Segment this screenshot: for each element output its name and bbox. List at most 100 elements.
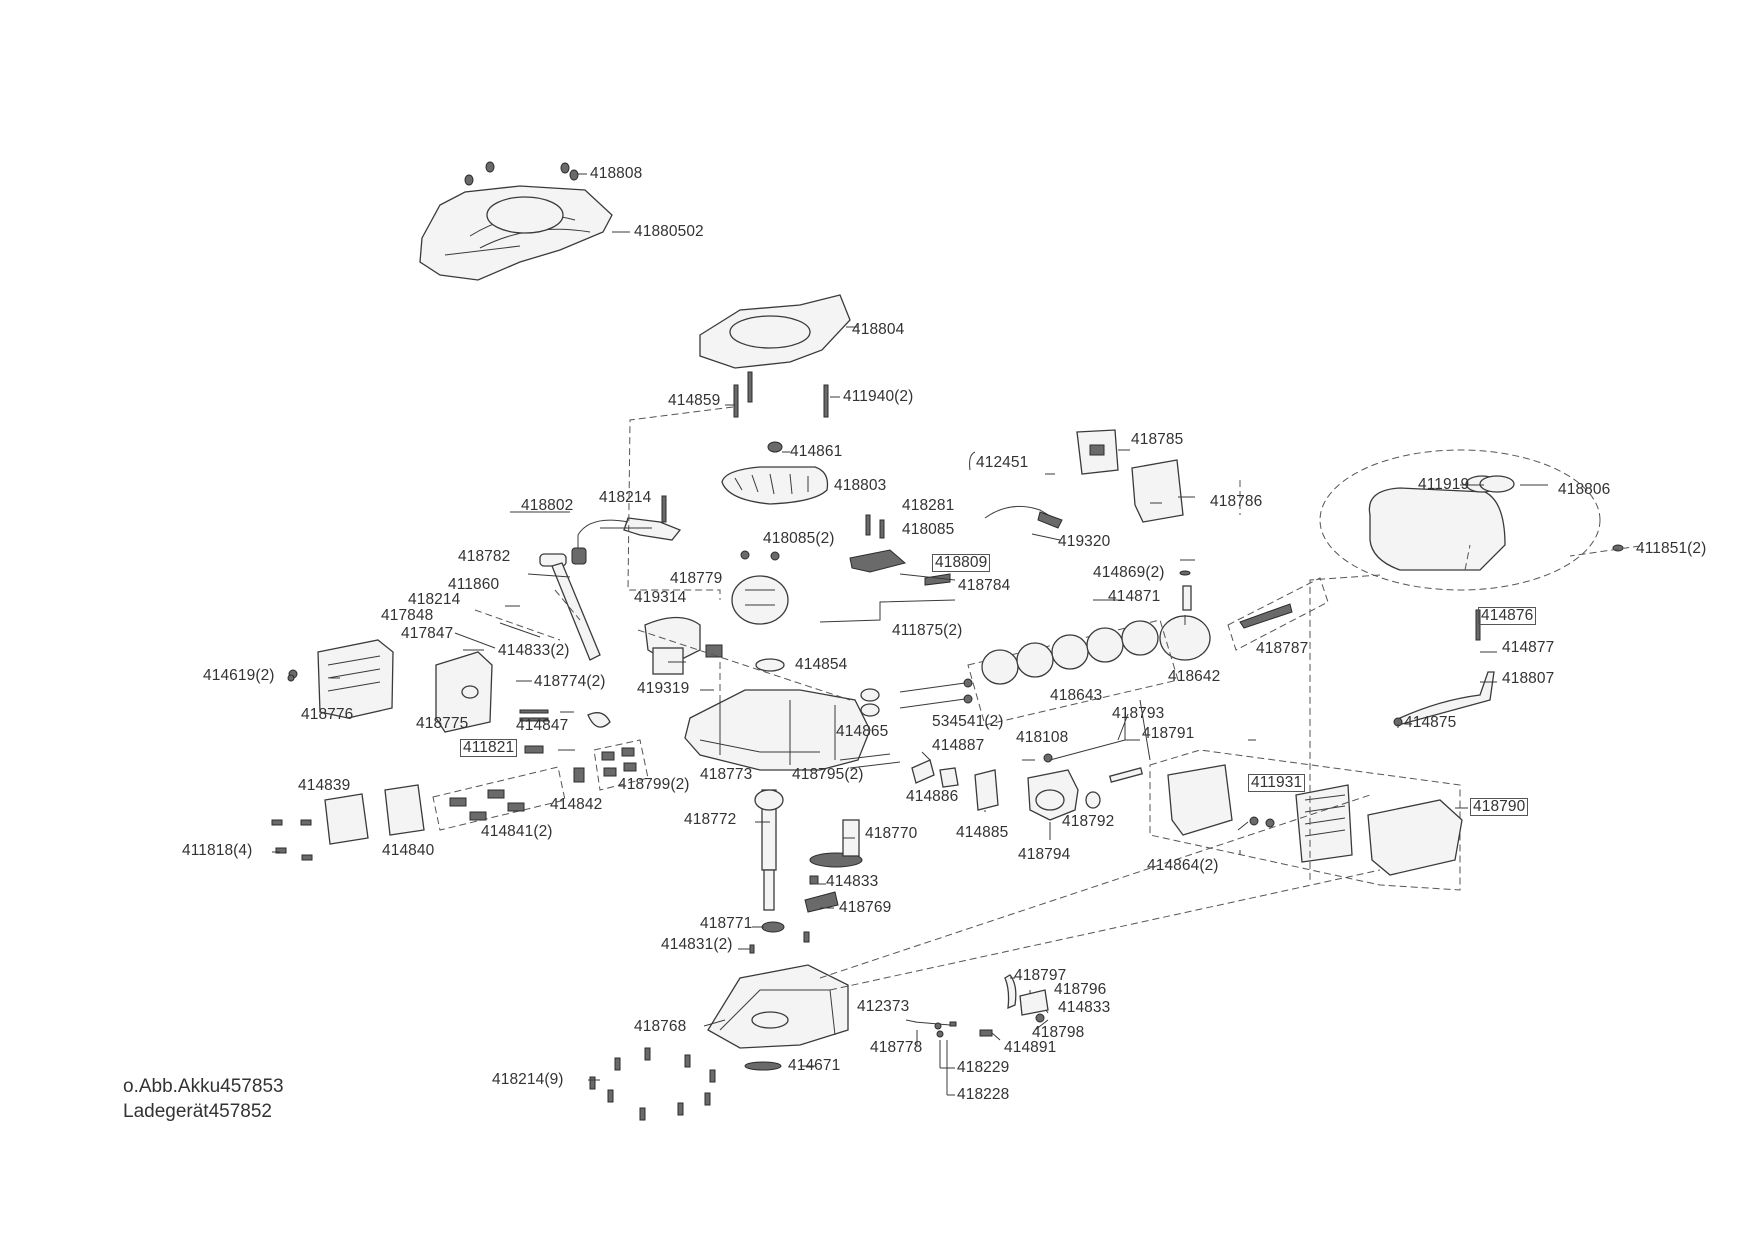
part-label-414833-a: 414833(2) — [498, 642, 570, 659]
part-label-414887: 414887 — [932, 737, 985, 754]
engine-cover — [419, 161, 630, 281]
crankshaft — [754, 789, 784, 911]
part-label-414886: 414886 — [906, 788, 959, 805]
part-label-419319: 419319 — [637, 680, 690, 697]
part-label-418228: 418228 — [957, 1086, 1010, 1103]
part-label-414833-c: 414833 — [1058, 999, 1111, 1016]
part-label-418779: 418779 — [670, 570, 723, 587]
part-label-411821: 411821 — [460, 739, 518, 757]
part-label-411875: 411875(2) — [892, 622, 963, 639]
part-label-418774: 418774(2) — [534, 673, 606, 690]
part-label-41880502: 41880502 — [634, 223, 704, 240]
part-label-417848: 417848 — [381, 607, 434, 624]
piston-rings — [967, 619, 1179, 726]
part-label-414619: 414619(2) — [203, 667, 275, 684]
part-label-414833-b: 414833 — [826, 873, 879, 890]
part-label-418793: 418793 — [1112, 705, 1165, 722]
part-label-419320: 419320 — [1058, 533, 1111, 550]
leader-lines — [330, 449, 1548, 1096]
governor — [804, 875, 839, 913]
part-label-418795: 418795(2) — [792, 766, 864, 783]
part-label-418214-b: 418214 — [408, 591, 461, 608]
ignition-coil — [571, 495, 682, 565]
part-label-414671: 414671 — [788, 1057, 841, 1074]
part-label-414841: 414841(2) — [481, 823, 553, 840]
mounting-bracket — [1131, 459, 1184, 523]
part-label-418643: 418643 — [1050, 687, 1103, 704]
fan-housing — [699, 294, 858, 369]
part-label-418803: 418803 — [834, 477, 887, 494]
part-label-418809: 418809 — [932, 554, 991, 572]
spark-plug-boot — [539, 553, 601, 661]
camshaft — [809, 819, 863, 868]
part-label-418772: 418772 — [684, 811, 737, 828]
part-label-418804: 418804 — [852, 321, 905, 338]
part-label-418786: 418786 — [1210, 493, 1263, 510]
part-label-414875: 414875 — [1404, 714, 1457, 731]
part-label-414876: 414876 — [1478, 607, 1537, 625]
crankcase-cover — [707, 931, 849, 1071]
gear — [761, 921, 785, 933]
part-label-418229: 418229 — [957, 1059, 1010, 1076]
carb-gaskets — [911, 759, 999, 811]
part-label-414831: 414831(2) — [661, 936, 733, 953]
governor-linkage — [1227, 577, 1329, 651]
throttle-linkage — [969, 451, 1063, 529]
piston — [1159, 570, 1211, 661]
part-label-414891: 414891 — [1004, 1039, 1057, 1056]
part-label-412451: 412451 — [976, 454, 1029, 471]
carb-studs — [839, 753, 901, 769]
part-label-418214-c: 418214(9) — [492, 1071, 564, 1088]
part-label-418790: 418790 — [1470, 798, 1529, 816]
part-label-412373: 412373 — [857, 998, 910, 1015]
part-label-414847: 414847 — [516, 717, 569, 734]
part-label-418085-2: 418085(2) — [763, 530, 835, 547]
part-label-411851: 411851(2) — [1636, 540, 1707, 557]
part-label-417847: 417847 — [401, 625, 454, 642]
part-label-534541: 534541(2) — [932, 713, 1004, 730]
part-label-411818: 411818(4) — [182, 842, 253, 859]
part-label-419314: 419314 — [634, 589, 687, 606]
part-label-418787: 418787 — [1256, 640, 1309, 657]
part-label-418771: 418771 — [700, 915, 753, 932]
part-label-414865: 414865 — [836, 723, 889, 740]
bolts-group-top — [725, 371, 840, 418]
part-label-418768: 418768 — [634, 1018, 687, 1035]
part-label-418792: 418792 — [1062, 813, 1115, 830]
part-label-418796: 418796 — [1054, 981, 1107, 998]
part-label-418797: 418797 — [1014, 967, 1067, 984]
part-label-414861: 414861 — [790, 443, 843, 460]
part-label-414869: 414869(2) — [1093, 564, 1165, 581]
governor-bracket — [731, 514, 951, 625]
part-label-418778: 418778 — [870, 1039, 923, 1056]
governor-arm — [914, 974, 1049, 1038]
part-label-418794: 418794 — [1018, 846, 1071, 863]
air-filter-assembly — [1149, 749, 1463, 891]
note-charger: Ladegerät457852 — [123, 1101, 272, 1122]
part-label-418108: 418108 — [1016, 729, 1069, 746]
part-label-418799: 418799(2) — [618, 776, 690, 793]
fuel-tank — [1319, 449, 1624, 591]
part-label-418782: 418782 — [458, 548, 511, 565]
part-label-414864: 414864(2) — [1147, 857, 1219, 874]
part-label-418806: 418806 — [1558, 481, 1611, 498]
part-label-414859: 414859 — [668, 392, 721, 409]
part-label-418214-a: 418214 — [599, 489, 652, 506]
part-label-418642: 418642 — [1168, 668, 1221, 685]
exhaust-gasket-and-flange — [271, 784, 425, 861]
assembly-guide-lines — [474, 406, 1641, 991]
flywheel — [721, 441, 829, 505]
part-label-418807: 418807 — [1502, 670, 1555, 687]
part-label-418785: 418785 — [1131, 431, 1184, 448]
valve-train — [432, 709, 649, 831]
fuel-line — [1393, 609, 1495, 727]
part-label-418798: 418798 — [1032, 1024, 1085, 1041]
part-label-411931: 411931 — [1248, 774, 1306, 792]
ignition-module — [644, 616, 723, 700]
part-label-411860: 411860 — [448, 576, 500, 593]
part-label-418769: 418769 — [839, 899, 892, 916]
part-label-418802: 418802 — [521, 497, 574, 514]
part-label-418770: 418770 — [865, 825, 918, 842]
